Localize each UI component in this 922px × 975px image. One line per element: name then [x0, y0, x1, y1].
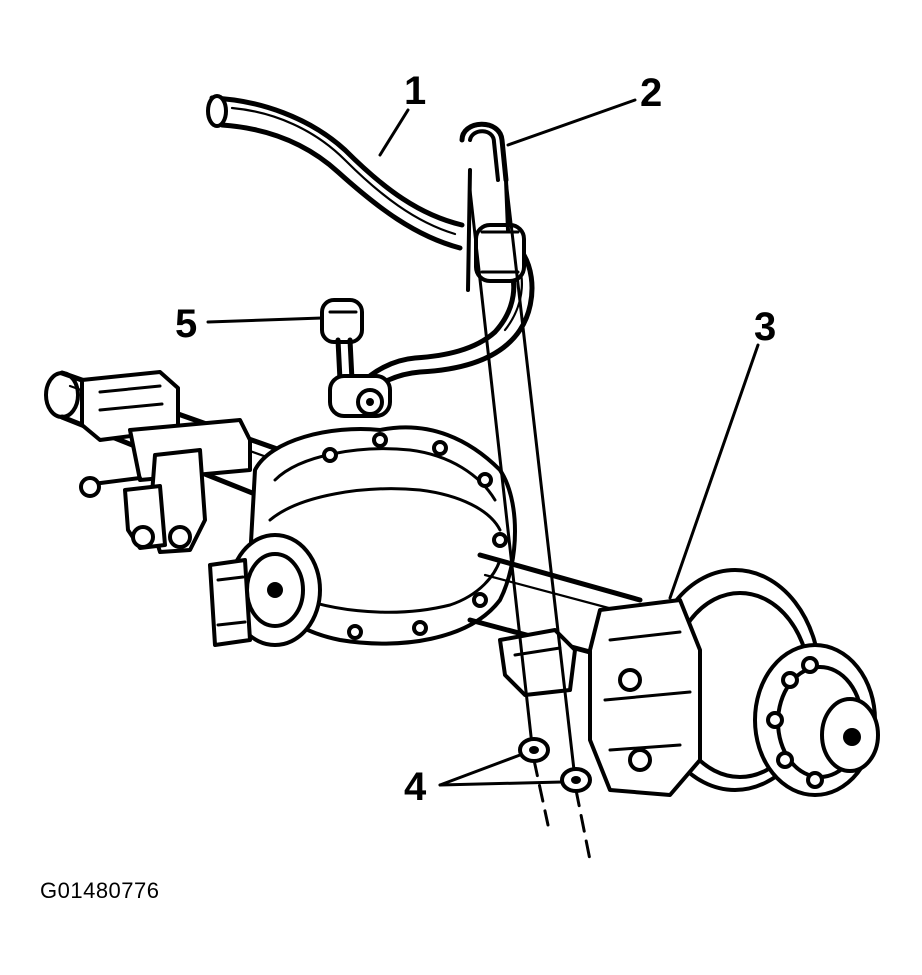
- differential-housing: [208, 425, 517, 647]
- figure-id: G01480776: [40, 878, 160, 903]
- callout-3: 3: [754, 305, 776, 349]
- brake-hub-assembly: [588, 568, 880, 797]
- axle-tube-right: [467, 552, 643, 697]
- stabilizer-link: [320, 298, 392, 418]
- axle-tube-left: [44, 370, 283, 554]
- callout-leaders: [206, 98, 760, 787]
- callout-4: 4: [404, 765, 427, 809]
- callout-2: 2: [640, 71, 662, 115]
- callout-1: 1: [404, 69, 426, 113]
- stabilizer-bolts: [468, 178, 592, 862]
- stabilizer-bar: [206, 94, 535, 401]
- callout-5: 5: [175, 302, 197, 346]
